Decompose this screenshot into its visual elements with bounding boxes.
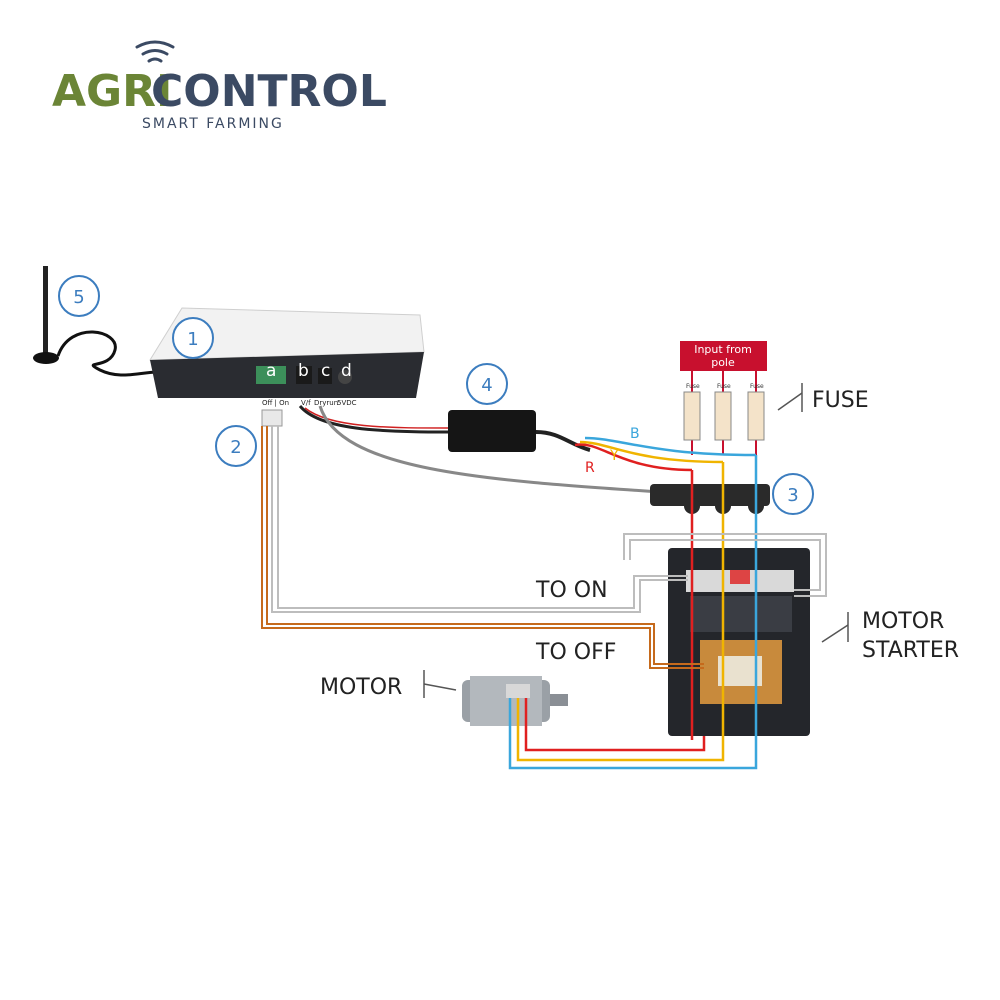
- phase-wires-starter: [690, 455, 758, 760]
- terminal-b-label: b: [298, 361, 309, 381]
- to-on-label: TO ON: [535, 578, 608, 603]
- port-5vdc-label: 5VDC: [337, 399, 357, 407]
- sensor-cable: [318, 405, 661, 494]
- motor-starter: [668, 548, 810, 736]
- callout-4-number: 4: [481, 375, 492, 396]
- motor-starter-label-line2: STARTER: [862, 638, 959, 663]
- phase-r-label: R: [585, 460, 595, 476]
- motor-label: MOTOR: [320, 675, 402, 700]
- callout-3: 3: [772, 473, 814, 515]
- fuse-1-label: Fuse: [686, 383, 700, 390]
- callout-1-number: 1: [187, 329, 198, 350]
- callout-5: 5: [58, 275, 100, 317]
- fuse-2-label: Fuse: [717, 383, 731, 390]
- terminal-c-label: c: [321, 361, 330, 381]
- callout-4: 4: [466, 363, 508, 405]
- fuse-3-label: Fuse: [750, 383, 764, 390]
- callout-2: 2: [215, 425, 257, 467]
- power-adapter: [298, 404, 591, 452]
- brand-name-agri: AGRI: [52, 66, 172, 117]
- motor-wires: [508, 698, 758, 770]
- port-vf-label: V/f: [301, 399, 311, 407]
- current-sensor-clamp: [650, 484, 770, 514]
- brand-logo: AGRI CONTROL SMART FARMING: [52, 40, 387, 132]
- callout-2-number: 2: [230, 437, 241, 458]
- terminal-d-label: d: [341, 361, 352, 381]
- control-wires: [261, 426, 827, 669]
- callout-3-number: 3: [787, 485, 798, 506]
- phase-y-label: Y: [609, 448, 619, 464]
- phase-b-label: B: [630, 426, 640, 442]
- fuse-2: Fuse: [714, 383, 732, 441]
- port-offon-label: Off | On: [262, 399, 289, 407]
- antenna: [33, 266, 159, 377]
- to-off-label: TO OFF: [535, 640, 616, 665]
- terminal-a-label: a: [266, 361, 276, 381]
- pole-input-box: [680, 341, 767, 371]
- callout-1: 1: [172, 317, 214, 359]
- wifi-signal-icon: [135, 40, 175, 63]
- motor-starter-label-line1: MOTOR: [862, 609, 944, 634]
- fuse-3: Fuse: [747, 383, 765, 441]
- offon-connector: [261, 409, 283, 427]
- motor: [462, 676, 568, 726]
- callout-5-number: 5: [73, 287, 84, 308]
- fuse-label: FUSE: [812, 388, 869, 413]
- controller-box: a b c d Off | On V/f Dryrun 5VDC: [149, 307, 425, 427]
- brand-name-control: CONTROL: [151, 66, 387, 117]
- brand-tagline: SMART FARMING: [142, 116, 284, 132]
- port-dryrun-label: Dryrun: [314, 399, 338, 407]
- fuse-1: Fuse: [683, 383, 701, 441]
- phase-wires-in: [574, 436, 757, 472]
